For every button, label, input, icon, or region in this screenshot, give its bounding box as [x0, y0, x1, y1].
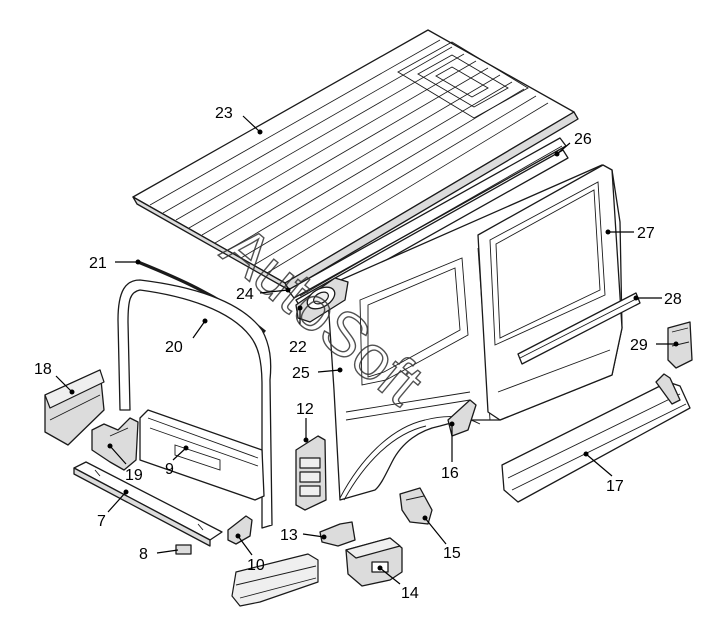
callout-15: 15 — [443, 545, 461, 562]
callout-14: 14 — [401, 585, 419, 602]
lower-cross-member — [73, 461, 223, 547]
callout-26: 26 — [574, 131, 592, 148]
callout-18: 18 — [34, 361, 52, 378]
callout-28: 28 — [664, 291, 682, 308]
callout-10: 10 — [247, 557, 265, 574]
callout-29: 29 — [630, 337, 648, 354]
callout-22: 22 — [289, 339, 307, 356]
sill-panel — [501, 373, 691, 503]
callout-25: 25 — [292, 365, 310, 382]
callout-24: 24 — [236, 286, 254, 303]
callout-19: 19 — [125, 467, 143, 484]
callout-labels: 23 26 27 21 24 28 20 22 29 18 25 12 19 9… — [34, 105, 682, 602]
dash-panel — [139, 409, 265, 501]
bracket-plate — [399, 487, 433, 525]
callout-12: 12 — [296, 401, 314, 418]
tail-light-cover — [667, 321, 693, 369]
clip-bracket — [227, 515, 253, 545]
callout-8: 8 — [139, 546, 148, 563]
rear-light-cluster — [295, 435, 327, 511]
callout-13: 13 — [280, 527, 298, 544]
roof-panel — [132, 29, 579, 291]
fuel-filler-housing — [295, 277, 349, 323]
wheel-arch-bracket — [447, 399, 477, 437]
windscreen-frame — [117, 279, 273, 529]
door-trim-strip — [517, 292, 641, 365]
sliding-door — [477, 164, 623, 421]
mount-bracket — [319, 521, 356, 547]
callout-27: 27 — [637, 225, 655, 242]
small-clip — [175, 544, 192, 555]
callout-leaders — [55, 115, 679, 585]
roof-hatch-panel — [397, 41, 529, 119]
callout-17: 17 — [606, 478, 624, 495]
callout-21: 21 — [89, 255, 107, 272]
callout-9: 9 — [165, 461, 174, 478]
callout-23: 23 — [215, 105, 233, 122]
callout-16: 16 — [441, 465, 459, 482]
dash-bracket — [91, 417, 139, 471]
front-side-trim — [44, 369, 105, 446]
callout-7: 7 — [97, 513, 106, 530]
callout-20: 20 — [165, 339, 183, 356]
front-bumper — [231, 553, 319, 607]
roof-ribs — [149, 39, 549, 274]
